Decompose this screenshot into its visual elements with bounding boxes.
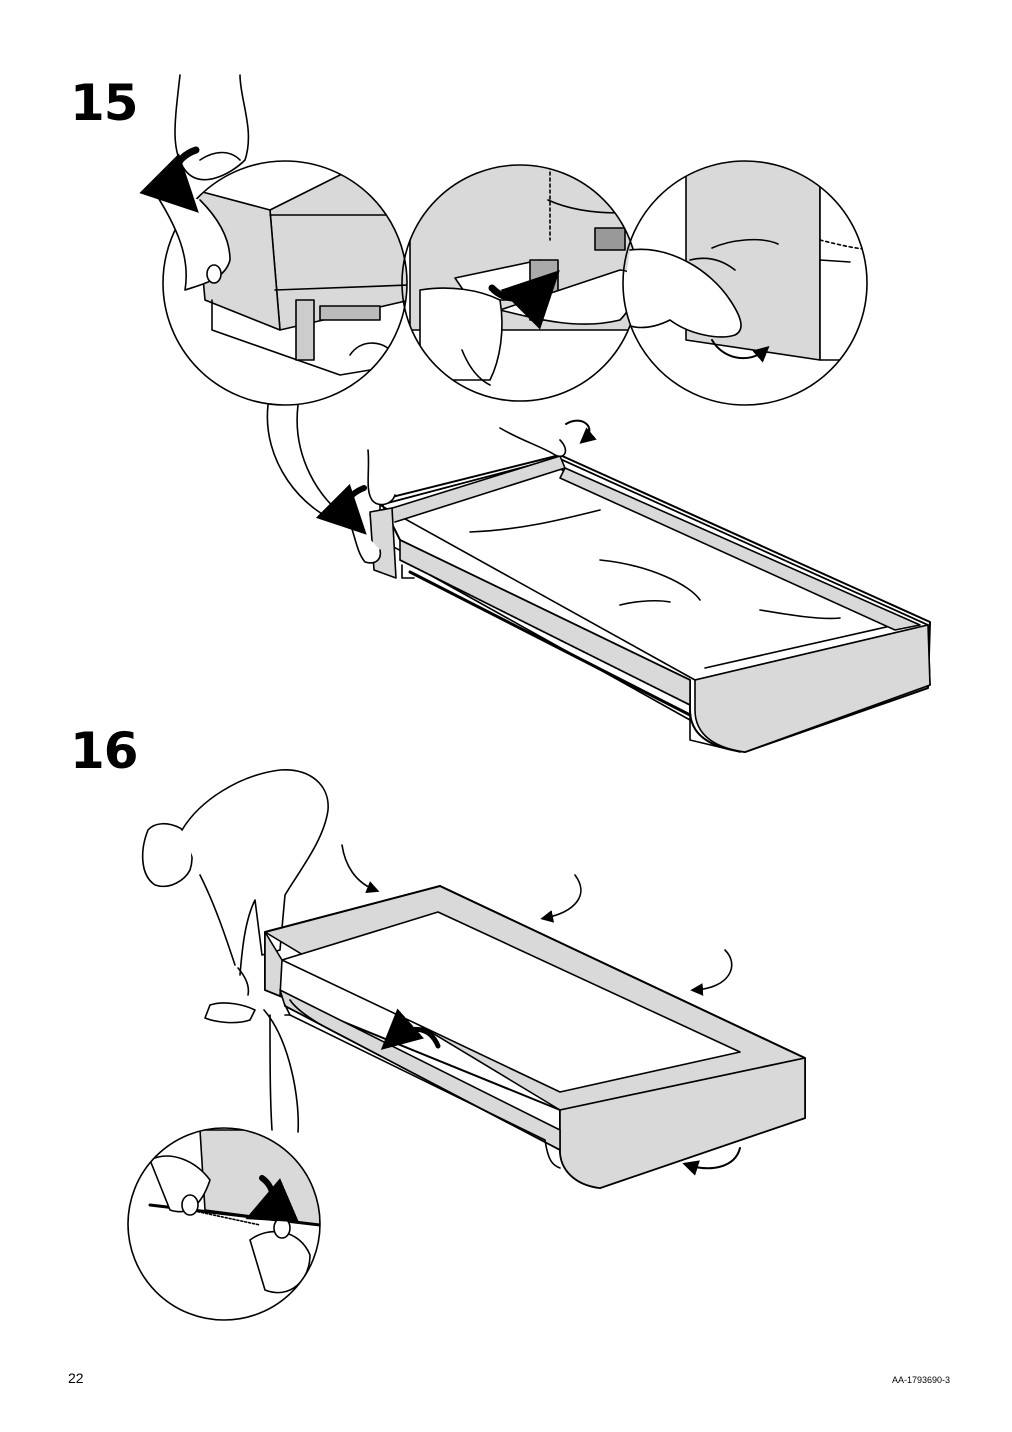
curved-arrow-icon (540, 874, 582, 923)
rotate-arrow-icon (139, 146, 200, 213)
detail-circle-edge (622, 160, 868, 406)
step-15-number: 15 (70, 74, 139, 132)
step-16-illustration (127, 769, 806, 1321)
step-16-number: 16 (70, 722, 139, 780)
seat-cushion-step-16 (264, 844, 806, 1189)
rotate-arrow-icon (380, 1008, 441, 1050)
seat-cushion-step-15 (315, 419, 931, 753)
document-code: AA-1793690-3 (891, 1375, 950, 1385)
detail-circle-velcro (401, 164, 639, 402)
detail-circle-zip (127, 1009, 321, 1321)
hand-icon (174, 74, 250, 181)
page-number: 22 (68, 1370, 84, 1386)
rotate-arrow-icon (711, 339, 770, 363)
rotate-arrow-icon (565, 419, 597, 444)
curved-arrow-icon (341, 844, 380, 893)
rotate-arrow-icon (682, 1147, 741, 1176)
person-icon (141, 769, 329, 1024)
rotate-arrow-icon (315, 483, 367, 535)
curved-arrow-icon (488, 270, 560, 330)
step-15-illustration (139, 74, 931, 753)
curved-arrow-icon (690, 949, 733, 996)
rotate-arrow-icon (245, 1175, 300, 1223)
